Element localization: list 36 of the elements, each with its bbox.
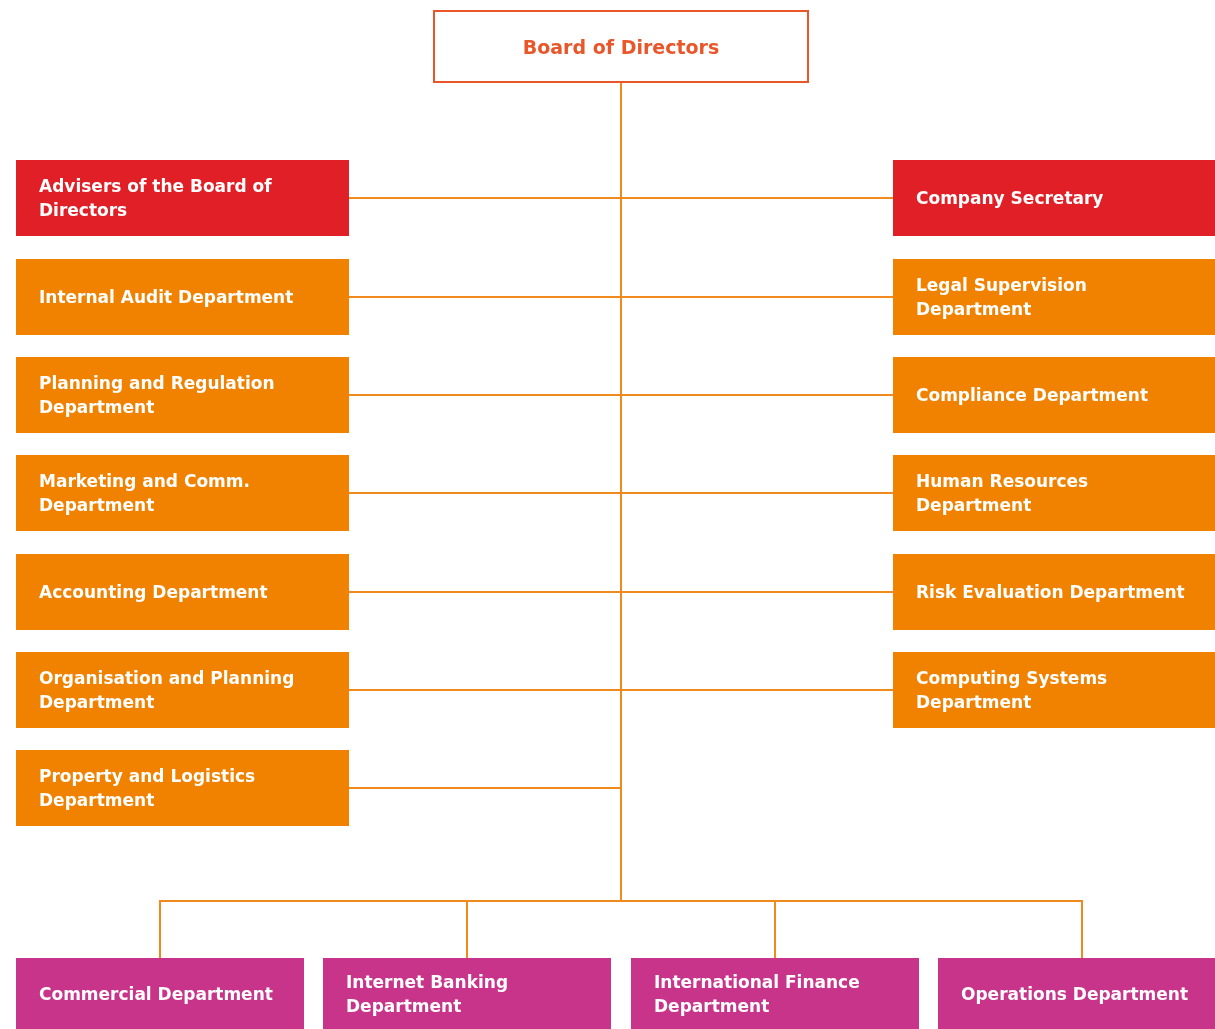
department-box	[893, 554, 1215, 630]
node-label: Internal Audit Department	[39, 286, 294, 309]
node-label: Compliance Department	[916, 384, 1149, 407]
node-label: International Finance Department	[654, 970, 861, 1018]
department-box	[16, 160, 349, 236]
node-label: Advisers of the Board of Directors	[39, 175, 273, 222]
department-box	[16, 357, 349, 433]
node-label: Legal Supervision Department	[916, 274, 1088, 321]
node-label: Computing Systems Department	[916, 667, 1109, 714]
department-box	[323, 958, 611, 1029]
node-label: Risk Evaluation Department	[916, 581, 1185, 604]
node-label: Company Secretary	[916, 187, 1104, 210]
node-label: Property and Logistics Department	[39, 765, 257, 812]
board-box	[433, 10, 809, 83]
department-box	[938, 958, 1215, 1029]
department-box	[893, 357, 1215, 433]
node-label: Marketing and Comm. Department	[39, 470, 251, 517]
node-label: Accounting Department	[39, 581, 268, 604]
node-label: Human Resources Department	[916, 470, 1090, 517]
node-label: Organisation and Planning Department	[39, 667, 296, 714]
node-label: Internet Banking Department	[346, 970, 510, 1018]
node-label: Operations Department	[961, 982, 1189, 1006]
department-box	[16, 455, 349, 531]
department-box	[16, 554, 349, 630]
node-label: Planning and Regulation Department	[39, 372, 276, 419]
node-label: Board of Directors	[522, 34, 720, 59]
department-box	[16, 652, 349, 728]
department-box	[893, 652, 1215, 728]
department-box	[893, 160, 1215, 236]
department-box	[631, 958, 919, 1029]
department-box	[16, 958, 304, 1029]
department-box	[16, 750, 349, 826]
node-label: Commercial Department	[39, 982, 273, 1006]
department-box	[16, 259, 349, 335]
department-box	[893, 259, 1215, 335]
department-box	[893, 455, 1215, 531]
